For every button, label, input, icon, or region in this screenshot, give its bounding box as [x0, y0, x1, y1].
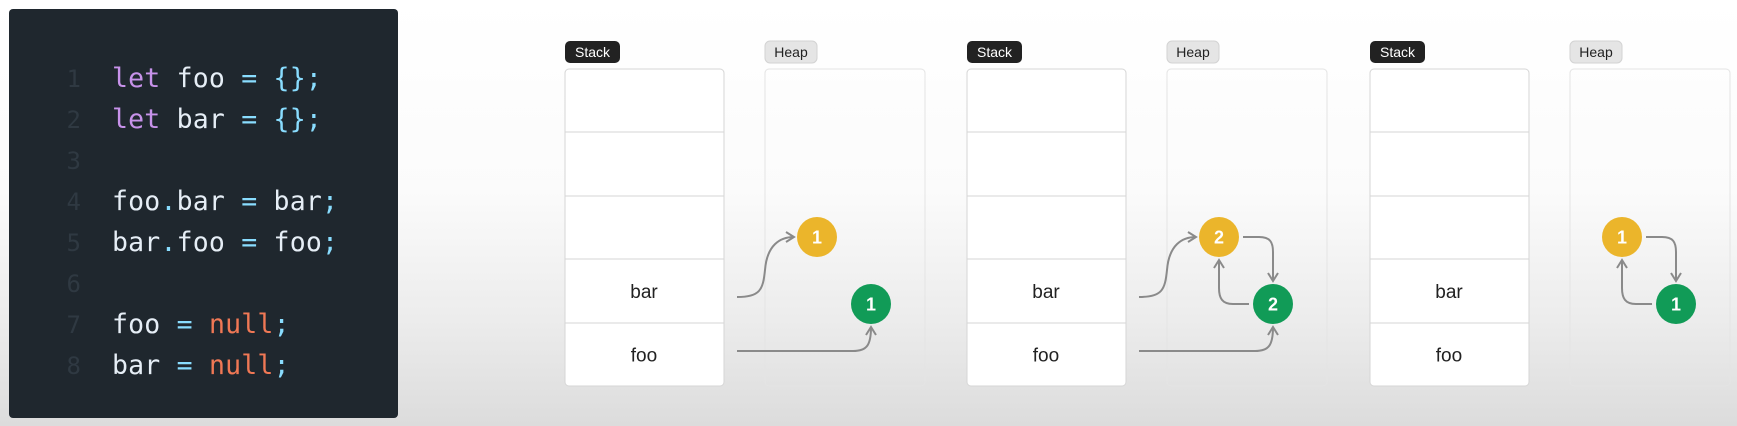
- code-token: foo: [176, 227, 242, 258]
- heap-object-node: [1656, 284, 1696, 324]
- heap-object-node: [1253, 284, 1293, 324]
- heap-label: Heap: [1176, 44, 1210, 60]
- code-token: ;: [273, 350, 290, 381]
- heap-object-node: [1199, 217, 1239, 257]
- stack-column: [966, 68, 1127, 387]
- stack-var-bar: bar: [630, 282, 658, 303]
- ref-count-label: 1: [866, 295, 876, 315]
- code-text: bar.foo = foo;: [112, 223, 338, 263]
- arrow-node-to-node: [1243, 236, 1279, 283]
- ref-count-label: 1: [1671, 295, 1681, 315]
- arrow-bar-to-node: [1138, 231, 1198, 298]
- stack-label: Stack: [977, 44, 1013, 60]
- line-number: 4: [66, 188, 81, 216]
- code-token: bar: [176, 186, 242, 217]
- stack-column: [1369, 68, 1530, 387]
- arrow-node-to-node: [1213, 258, 1249, 305]
- code-token: foo: [112, 309, 177, 340]
- heap-column: [1166, 68, 1328, 387]
- code-token: ;: [322, 227, 339, 258]
- stack-var-bar: bar: [1435, 282, 1463, 303]
- code-token: bar: [160, 104, 242, 135]
- arrow-bar-to-node: [736, 231, 796, 298]
- stack-label: Stack: [1380, 44, 1416, 60]
- heap-object-node: [851, 284, 891, 324]
- code-token: null: [208, 350, 274, 381]
- line-number: 6: [66, 270, 81, 298]
- arrow-foo-to-node: [1139, 325, 1279, 352]
- code-token: .: [160, 186, 177, 217]
- code-text: let foo = {};: [112, 59, 322, 99]
- stack-tag: [565, 41, 620, 63]
- heap-tag: [764, 40, 818, 64]
- heap-object-node: [797, 217, 837, 257]
- heap-column: [1569, 68, 1731, 387]
- code-token: {};: [257, 104, 323, 135]
- code-token: foo: [257, 227, 323, 258]
- code-text: bar = null;: [112, 346, 290, 386]
- stack-tag: [1370, 41, 1425, 63]
- line-number: 8: [66, 352, 81, 380]
- stack-var-foo: foo: [1033, 346, 1059, 367]
- line-number: 5: [66, 229, 81, 257]
- heap-label: Heap: [1579, 44, 1613, 60]
- line-number: 3: [66, 147, 81, 175]
- code-token: null: [208, 309, 274, 340]
- code-token: =: [176, 309, 193, 340]
- code-token: bar: [257, 186, 323, 217]
- code-token: bar: [112, 350, 177, 381]
- code-token: ;: [322, 186, 339, 217]
- code-token: =: [241, 104, 258, 135]
- stack-label: Stack: [575, 44, 611, 60]
- code-token: =: [176, 350, 193, 381]
- stack-var-foo: foo: [1436, 346, 1462, 367]
- line-number: 7: [66, 311, 81, 339]
- code-text: foo = null;: [112, 305, 290, 345]
- ref-count-label: 1: [812, 228, 822, 248]
- heap-column: [764, 68, 926, 387]
- code-text: let bar = {};: [112, 100, 322, 140]
- ref-count-label: 2: [1214, 228, 1224, 248]
- code-text: foo.bar = bar;: [112, 182, 338, 222]
- line-number: 1: [66, 65, 81, 93]
- line-number: 2: [66, 106, 81, 134]
- arrow-node-to-node: [1616, 258, 1652, 305]
- stack-tag: [967, 41, 1022, 63]
- code-token: let: [112, 63, 161, 94]
- arrow-node-to-node: [1646, 236, 1682, 283]
- code-token: bar: [112, 227, 161, 258]
- heap-tag: [1166, 40, 1220, 64]
- code-token: foo: [112, 186, 161, 217]
- code-token: =: [241, 63, 258, 94]
- code-token: .: [160, 227, 177, 258]
- code-token: let: [112, 104, 161, 135]
- stack-var-bar: bar: [1032, 282, 1060, 303]
- arrow-foo-to-node: [737, 325, 877, 352]
- heap-label: Heap: [774, 44, 808, 60]
- code-token: {};: [257, 63, 323, 94]
- stack-column: [564, 68, 725, 387]
- ref-count-label: 1: [1617, 228, 1627, 248]
- code-token: foo: [160, 63, 242, 94]
- heap-object-node: [1602, 217, 1642, 257]
- code-token: =: [241, 227, 258, 258]
- heap-tag: [1569, 40, 1623, 64]
- code-token: ;: [273, 309, 290, 340]
- code-token: =: [241, 186, 258, 217]
- ref-count-label: 2: [1268, 295, 1278, 315]
- stack-var-foo: foo: [631, 346, 657, 367]
